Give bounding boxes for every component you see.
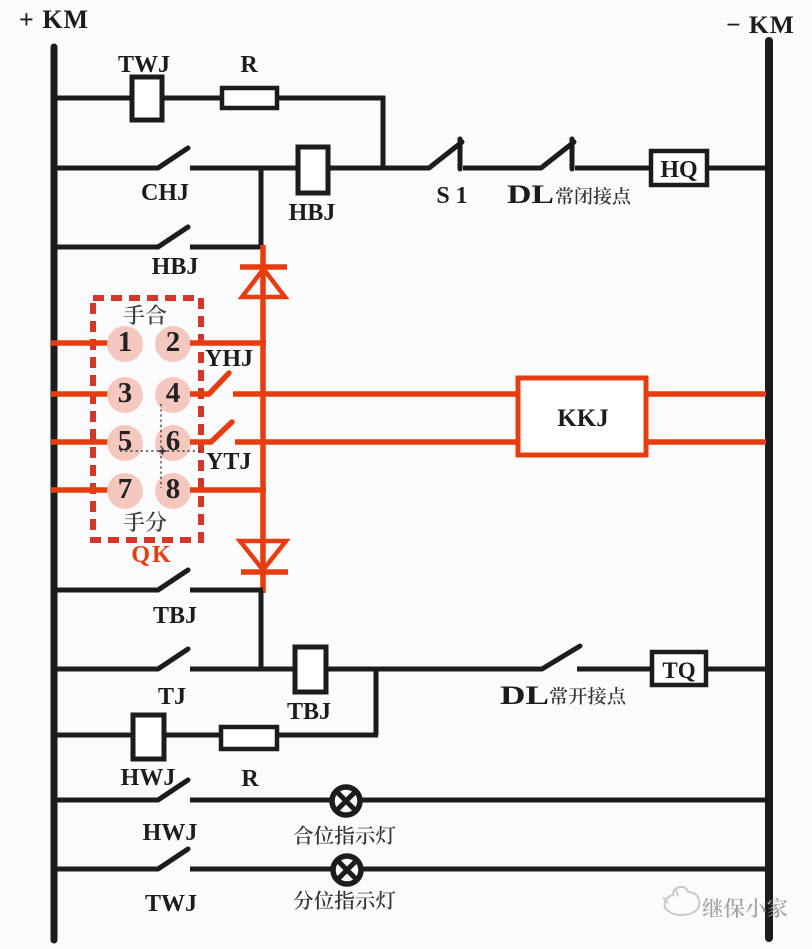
- svg-text:KKJ: KKJ: [557, 405, 608, 432]
- svg-text:S 1: S 1: [436, 183, 467, 209]
- svg-text:2: 2: [166, 326, 181, 358]
- svg-text:HWJ: HWJ: [143, 820, 198, 846]
- svg-text:TBJ: TBJ: [153, 603, 197, 629]
- svg-text:DL: DL: [500, 681, 549, 710]
- svg-text:3: 3: [118, 377, 133, 409]
- svg-text:TWJ: TWJ: [145, 891, 197, 917]
- svg-text:YHJ: YHJ: [205, 346, 253, 372]
- svg-text:HWJ: HWJ: [121, 765, 176, 791]
- svg-text:DL: DL: [507, 180, 554, 209]
- svg-text:CHJ: CHJ: [141, 180, 189, 206]
- svg-text:− KM: − KM: [726, 10, 795, 39]
- svg-text:HBJ: HBJ: [289, 200, 336, 226]
- svg-text:TBJ: TBJ: [287, 699, 331, 725]
- svg-text:TWJ: TWJ: [118, 52, 170, 78]
- svg-text:R: R: [241, 766, 259, 792]
- svg-text:6: 6: [166, 425, 181, 457]
- svg-text:7: 7: [118, 473, 133, 505]
- svg-text:YTJ: YTJ: [206, 449, 251, 475]
- svg-text:TJ: TJ: [158, 684, 186, 710]
- svg-text:QK: QK: [131, 542, 172, 568]
- svg-text:8: 8: [166, 473, 181, 505]
- svg-text:R: R: [240, 52, 258, 78]
- svg-text:HQ: HQ: [660, 157, 697, 183]
- svg-text:4: 4: [166, 377, 181, 409]
- svg-text:5: 5: [118, 425, 133, 457]
- svg-text:+ KM: + KM: [19, 5, 89, 34]
- svg-text:HBJ: HBJ: [152, 254, 199, 280]
- svg-text:1: 1: [118, 326, 133, 358]
- svg-text:TQ: TQ: [662, 658, 695, 683]
